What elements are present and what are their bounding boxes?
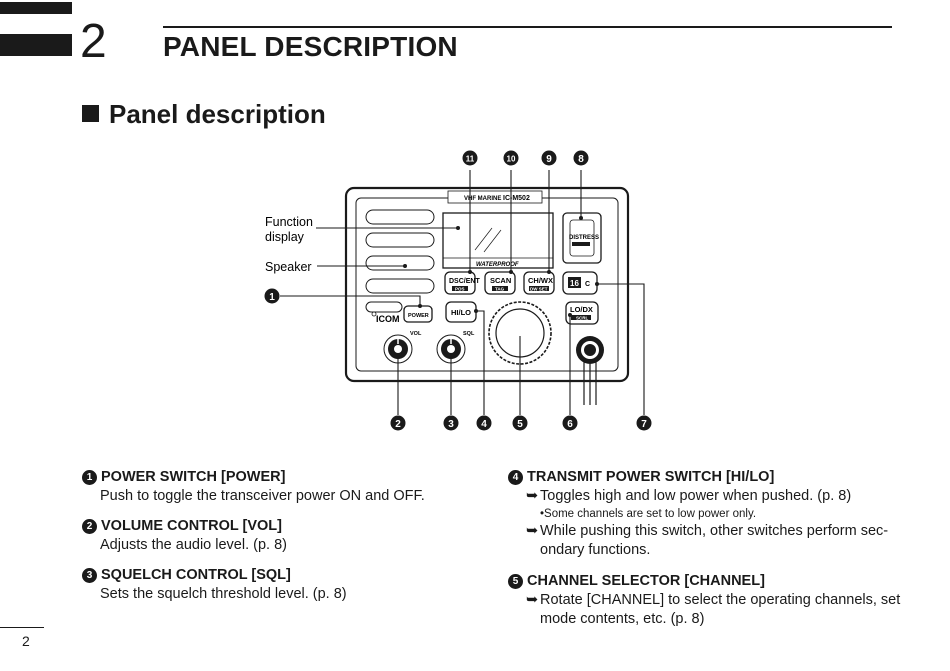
markers: 1 2 3 4 5 6 7 8 9 10 11 xyxy=(264,150,652,431)
item-heading: VOLUME CONTROL [VOL] xyxy=(101,518,282,534)
item-text: Sets the squelch threshold level. (p. 8) xyxy=(100,586,347,602)
model-strip xyxy=(447,190,543,204)
description-item-vol: 2 VOLUME CONTROL [VOL] Adjusts the audio … xyxy=(82,517,482,555)
vol-knob xyxy=(383,334,413,364)
marker-8: 8 xyxy=(578,154,584,165)
left-description-column: 1 POWER SWITCH [POWER] Push to toggle the… xyxy=(82,468,482,604)
number-badge: 4 xyxy=(508,470,523,485)
marker-4: 4 xyxy=(481,419,487,430)
arrow-icon: ➥ xyxy=(526,488,539,504)
marker-9: 9 xyxy=(546,154,552,165)
item-text: While pushing this switch, other switche… xyxy=(540,523,889,539)
leader-lines xyxy=(280,170,645,415)
item-heading: POWER SWITCH [POWER] xyxy=(101,469,286,485)
scan-button-label: SCAN xyxy=(490,276,511,285)
item-heading: TRANSMIT POWER SWITCH [HI/LO] xyxy=(527,469,775,485)
number-badge: 3 xyxy=(82,568,97,583)
sql-knob xyxy=(436,334,466,364)
chwx-sub-label: DW SET xyxy=(530,287,548,292)
section-title: Panel description xyxy=(82,98,326,130)
function-display-callout-1: Function xyxy=(265,215,313,229)
item-heading: SQUELCH CONTROL [SQL] xyxy=(101,567,291,583)
channel-selector-knob xyxy=(488,301,552,365)
speaker-slot xyxy=(365,209,435,225)
marker-6: 6 xyxy=(567,419,573,430)
marker-2: 2 xyxy=(395,419,401,430)
model-label: IC-M502 xyxy=(503,195,530,202)
chapter-number: 2 xyxy=(80,15,107,68)
dsc-button-label: DSC/ENT xyxy=(449,278,480,285)
page-number: 2 xyxy=(22,633,30,649)
dsc-sub-label: POS xyxy=(455,287,465,292)
function-display-callout-2: display xyxy=(265,230,305,244)
function-display xyxy=(442,212,554,269)
marker-10: 10 xyxy=(507,155,516,164)
item-text: Rotate [CHANNEL] to select the operating… xyxy=(540,592,901,608)
waterproof-label: WATERPROOF xyxy=(476,262,519,268)
speaker-callout: Speaker xyxy=(265,260,312,274)
speaker-slot xyxy=(365,301,403,313)
hilo-label: HI/LO xyxy=(451,308,471,317)
speaker-slot xyxy=(365,278,435,294)
description-item-power: 1 POWER SWITCH [POWER] Push to toggle the… xyxy=(82,468,482,506)
marker-3: 3 xyxy=(448,419,454,430)
arrow-icon: ➥ xyxy=(526,523,539,539)
item-heading: CHANNEL SELECTOR [CHANNEL] xyxy=(527,573,765,589)
chapter-bar-bottom xyxy=(0,34,72,56)
item-note: •Some channels are set to low power only… xyxy=(540,508,757,520)
description-item-channel: 5 CHANNEL SELECTOR [CHANNEL] ➥Rotate [CHA… xyxy=(508,572,908,629)
scan-sub-label: TAG xyxy=(495,287,505,292)
number-badge: 5 xyxy=(508,574,523,589)
item-text-continued: mode contents, etc. (p. 8) xyxy=(540,611,705,627)
arrow-icon: ➥ xyxy=(526,592,539,608)
ch16-sub-label: C xyxy=(585,281,590,288)
icom-logo: ICOM xyxy=(376,314,400,324)
lodx-label: LO/DX xyxy=(570,305,593,314)
power-label: POWER xyxy=(408,313,429,319)
vol-label: VOL xyxy=(410,331,422,337)
marker-7: 7 xyxy=(641,419,647,430)
distress-label: DISTRESS xyxy=(569,235,599,241)
chwx-button-label: CH/WX xyxy=(528,276,553,285)
vhf-marine-label: VHF MARINE xyxy=(464,196,501,202)
description-item-sql: 3 SQUELCH CONTROL [SQL] Sets the squelch … xyxy=(82,566,482,604)
page-number-rule xyxy=(0,627,44,628)
marker-5: 5 xyxy=(517,419,523,430)
mic-jack xyxy=(576,336,604,405)
lodx-sub-label: SCRL xyxy=(576,316,589,321)
marker-11: 11 xyxy=(466,155,475,164)
chapter-title: PANEL DESCRIPTION xyxy=(163,31,458,62)
ch16-label: 16 xyxy=(570,279,579,288)
marker-1: 1 xyxy=(269,292,275,303)
item-text: Adjusts the audio level. (p. 8) xyxy=(100,537,287,553)
number-badge: 1 xyxy=(82,470,97,485)
speaker-slot xyxy=(365,232,435,248)
chapter-bar-top xyxy=(0,2,72,14)
sql-label: SQL xyxy=(463,331,475,337)
section-title-text: Panel description xyxy=(109,99,326,129)
square-bullet-icon xyxy=(82,105,99,122)
item-text: Toggles high and low power when pushed. … xyxy=(540,488,852,504)
speaker-slot xyxy=(365,255,435,271)
item-text-continued: ondary functions. xyxy=(540,542,651,558)
chapter-rule xyxy=(163,26,892,28)
speaker-grille xyxy=(365,209,435,313)
radio-panel-diagram: VHF MARINE IC-M502 WATERPROOF DISTRESS D… xyxy=(264,150,652,431)
item-text: Push to toggle the transceiver power ON … xyxy=(100,488,425,504)
number-badge: 2 xyxy=(82,519,97,534)
